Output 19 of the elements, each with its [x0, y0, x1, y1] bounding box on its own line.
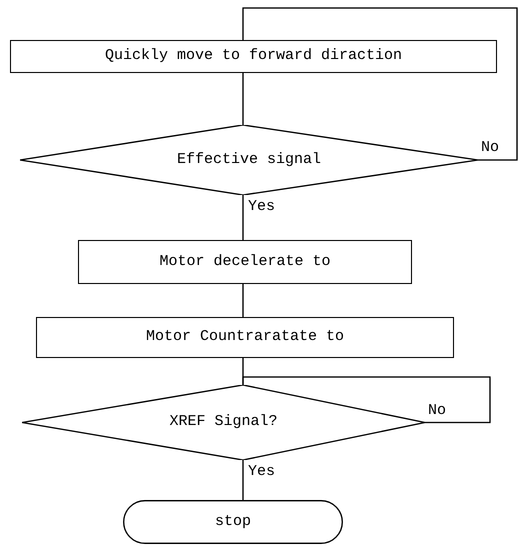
process-box: [78, 240, 412, 284]
terminal-shape: [123, 500, 343, 544]
connector-line: [242, 73, 244, 125]
connector-line: [242, 7, 518, 161]
connector-line: [242, 376, 491, 424]
node-text: Motor decelerate to: [159, 252, 331, 272]
process-box: [36, 317, 454, 358]
connector-line: [242, 195, 244, 240]
process-box: [10, 40, 497, 73]
node-text: XREF Signal?: [169, 412, 278, 432]
connector-line: [242, 284, 244, 317]
node-text: Effective signal: [176, 150, 322, 170]
decision-diamond: [20, 125, 478, 195]
edge-label: No: [427, 402, 448, 418]
decision-diamond: [22, 385, 425, 460]
connector-line: [242, 460, 244, 500]
node-text: Motor Countraratate to: [146, 327, 344, 348]
node-text: stop: [214, 512, 251, 532]
node-text: Quickly move to forward diraction: [104, 46, 402, 66]
